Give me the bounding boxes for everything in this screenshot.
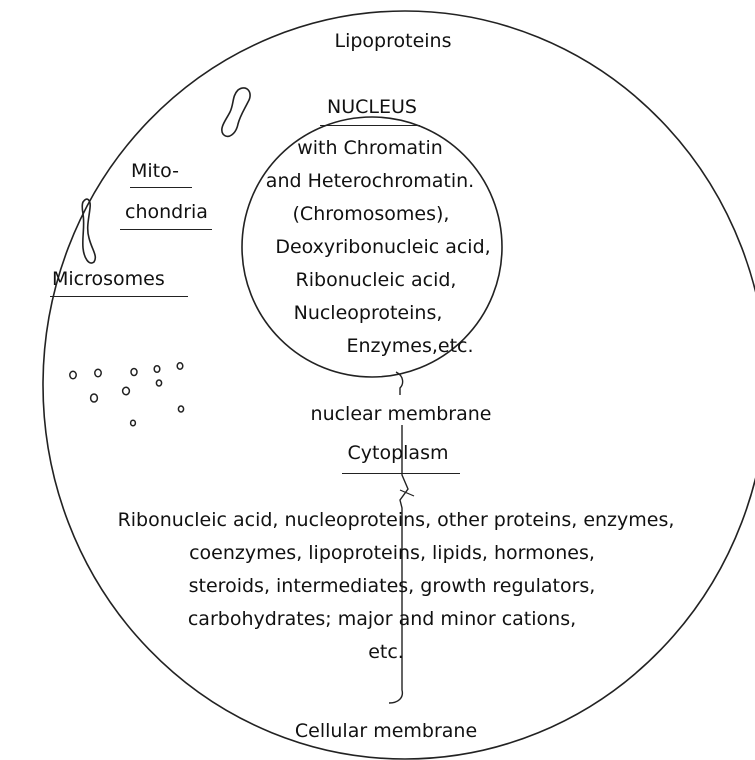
mitochondria-label-line2: chondria <box>125 203 208 222</box>
mitochondria-underline-1 <box>130 187 192 188</box>
cytoplasm-underline <box>342 473 460 474</box>
microsome-dot <box>95 369 101 377</box>
nuclear-membrane-label: nuclear membrane <box>311 405 492 424</box>
cytoplasm-line: Ribonucleic acid, nucleoproteins, other … <box>118 511 675 530</box>
mitochondria-label-line1: Mito- <box>131 162 179 181</box>
microsomes-underline <box>50 296 188 297</box>
nucleus-line: with Chromatin <box>297 139 443 158</box>
microsome-dot <box>178 406 183 412</box>
mitochondria-underline-2 <box>120 229 212 230</box>
cytoplasm-line: steroids, intermediates, growth regulato… <box>189 577 596 596</box>
microsome-dots <box>70 363 184 426</box>
microsome-dot <box>131 420 136 426</box>
microsome-dot <box>123 387 130 395</box>
lipoproteins-label: Lipoproteins <box>335 32 452 51</box>
cytoplasm-line: etc. <box>368 643 404 662</box>
microsome-dot <box>154 366 160 373</box>
nucleus-line: and Heterochromatin. <box>266 172 474 191</box>
nucleus-line: Ribonucleic acid, <box>296 271 457 290</box>
mitochondrion-shape <box>222 88 250 136</box>
microsome-dot <box>156 380 161 386</box>
nucleus-line: Enzymes,etc. <box>346 337 473 356</box>
nucleus-line: Deoxyribonucleic acid, <box>275 238 490 257</box>
nucleus-line: Nucleoproteins, <box>294 304 443 323</box>
microsome-dot <box>177 363 183 369</box>
microsome-dot <box>70 371 76 379</box>
nucleus-heading-underline <box>320 125 420 126</box>
nucleus-line: (Chromosomes), <box>293 205 450 224</box>
microsome-dot <box>91 394 98 402</box>
cellular-membrane-label: Cellular membrane <box>295 722 477 741</box>
microsome-dot <box>131 369 137 376</box>
nucleus-heading: NUCLEUS <box>327 98 417 117</box>
microsomes-label: Microsomes <box>52 270 165 289</box>
cytoplasm-line: coenzymes, lipoproteins, lipids, hormone… <box>189 544 595 563</box>
mitochondrion-shape <box>82 199 95 263</box>
cytoplasm-heading: Cytoplasm <box>348 444 449 463</box>
cytoplasm-line: carbohydrates; major and minor cations, <box>188 610 576 629</box>
